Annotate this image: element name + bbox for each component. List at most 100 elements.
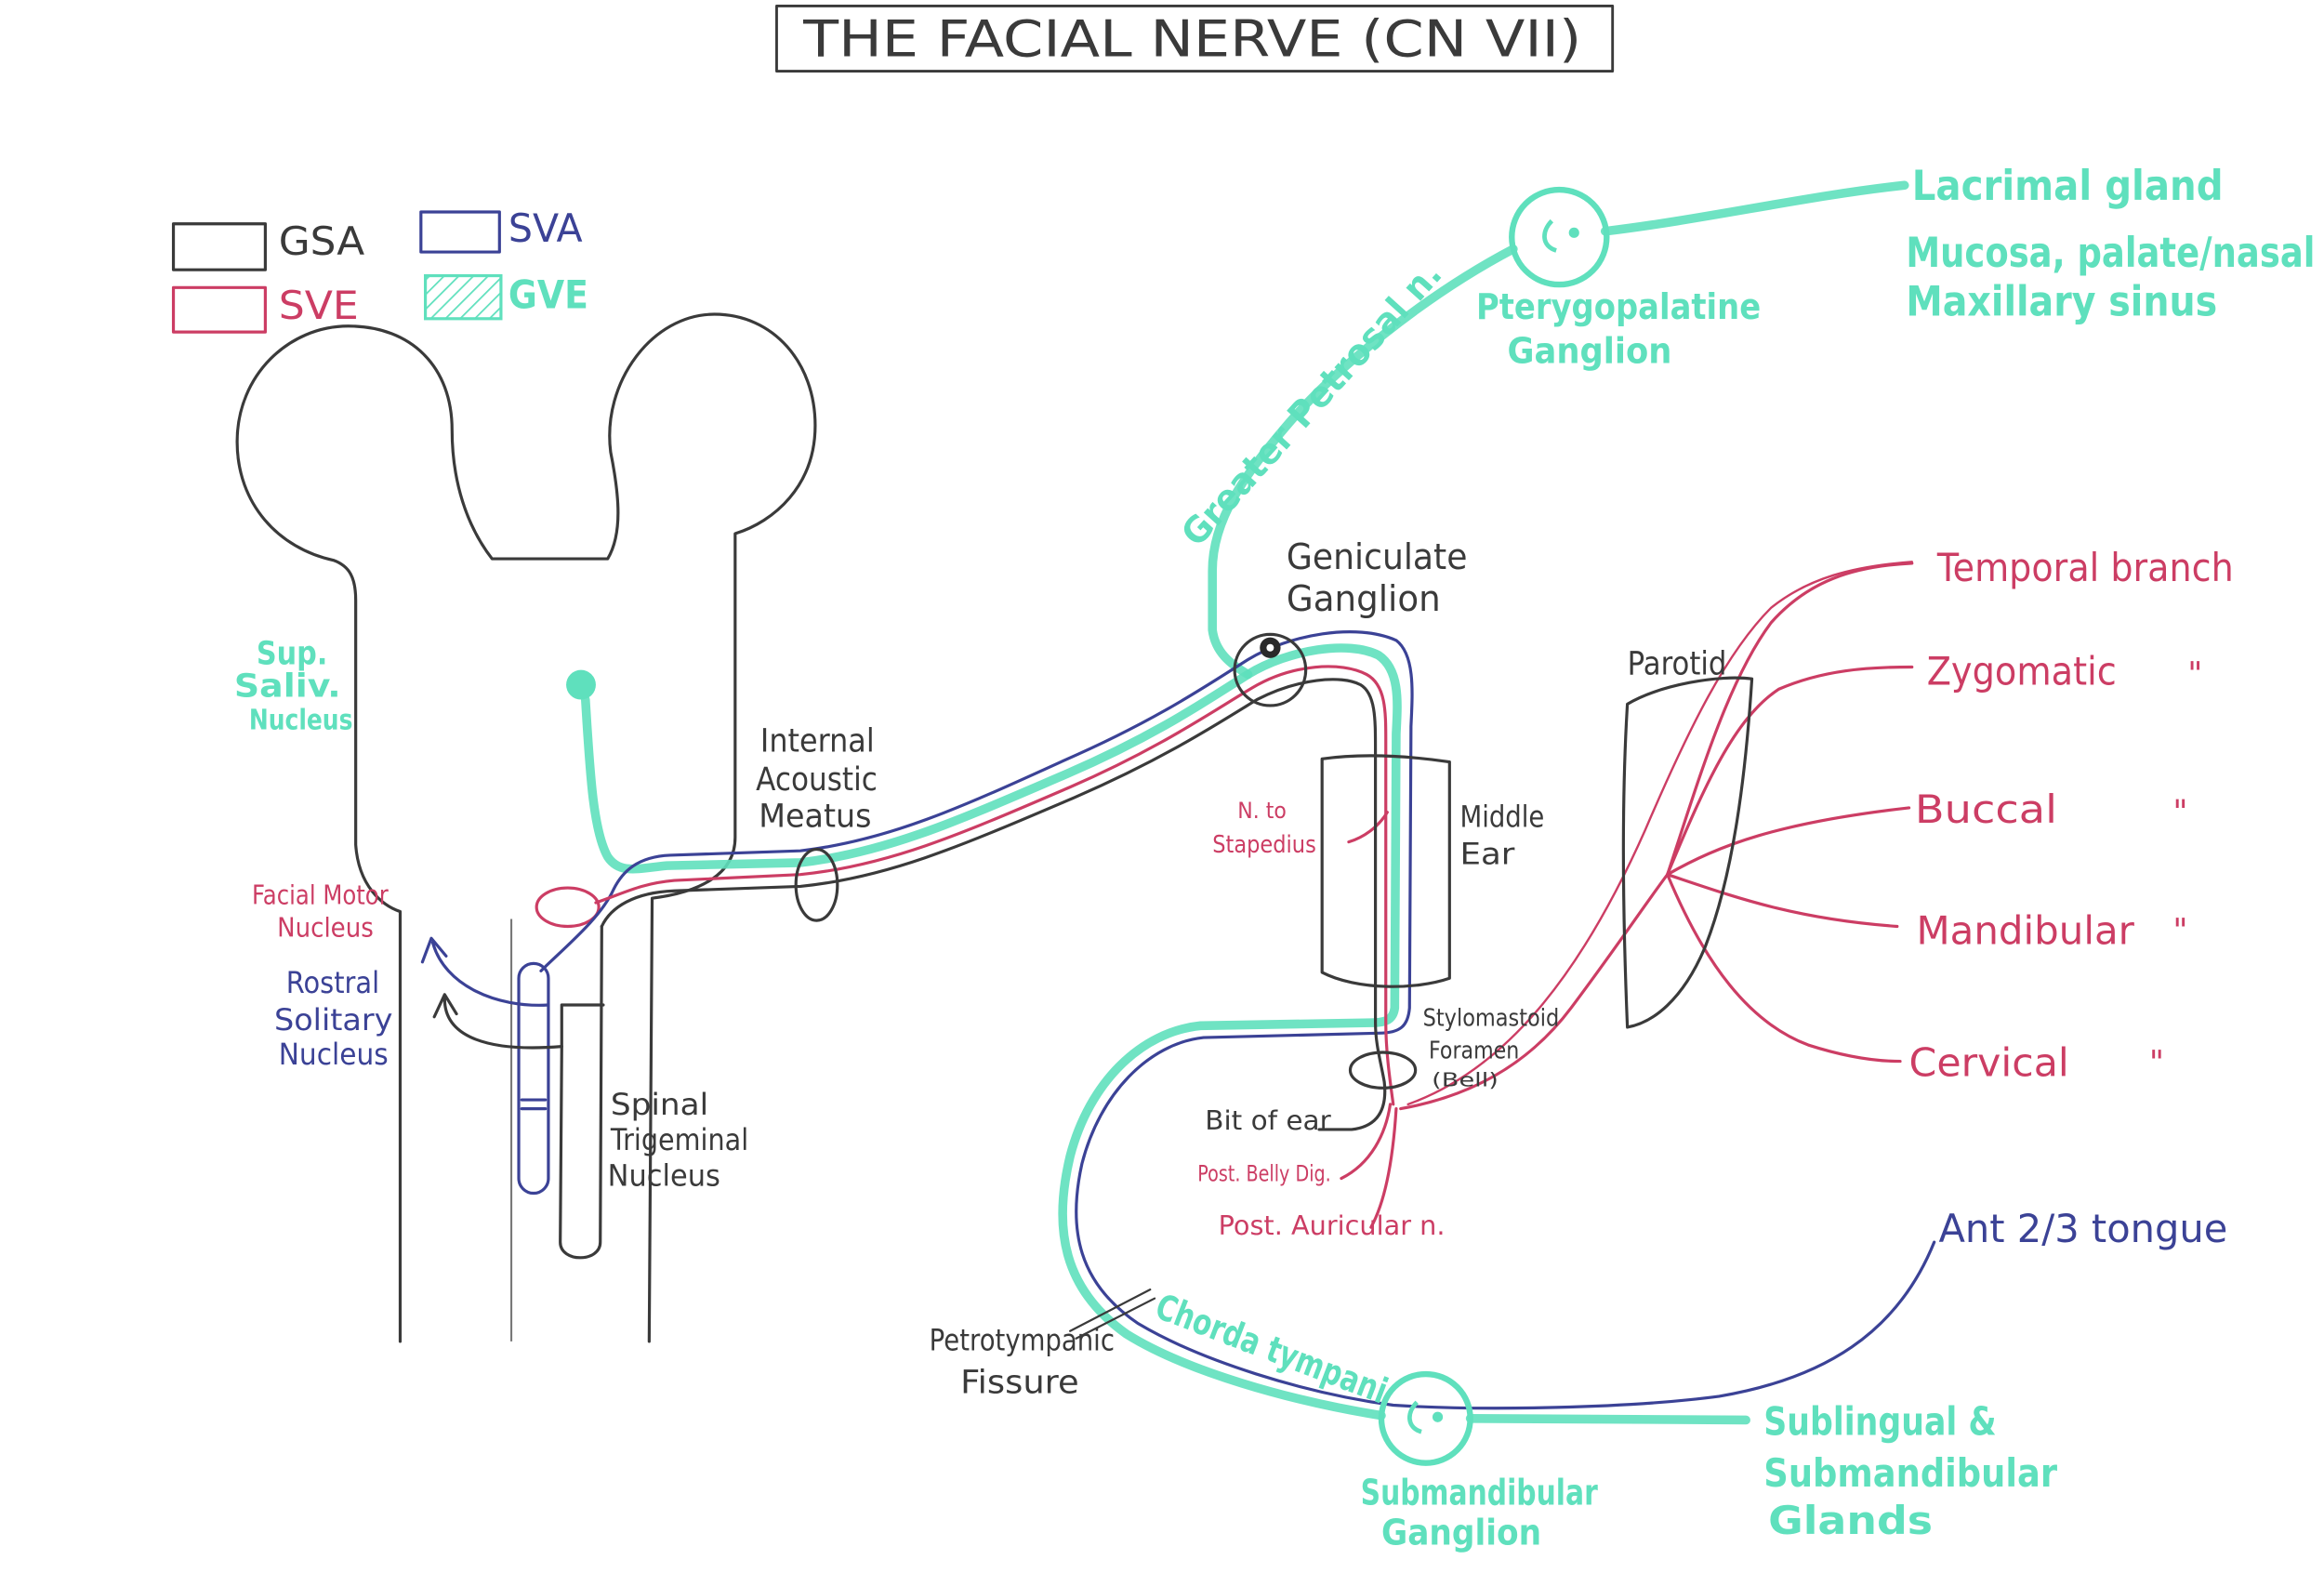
mandibular-branch-label: Mandibular xyxy=(1917,909,2135,954)
internal-acoustic-meatus-label-1: Internal xyxy=(760,721,875,760)
sve-temporal-long-line xyxy=(1406,561,1913,1106)
petrotympanic-fissure-label-1: Petrotympanic xyxy=(930,1322,1115,1357)
middle-ear xyxy=(1320,754,1451,988)
rostral-solitary-nucleus xyxy=(517,961,550,1196)
zygomatic-branch-label: Zygomatic xyxy=(1927,650,2117,694)
geniculate-ganglion-label-2: Ganglion xyxy=(1287,578,1441,620)
post-belly-dig-label: Post. Belly Dig. xyxy=(1197,1161,1330,1187)
stylomastoid-foramen-label-2: Foramen xyxy=(1429,1037,1519,1064)
pterygopalatine-ganglion-ring xyxy=(1509,186,1610,288)
legend-gsa-label: GSA xyxy=(279,219,364,264)
geniculate-ganglion-cell-center xyxy=(1266,643,1274,652)
geniculate-ganglion xyxy=(1233,632,1308,707)
sup-saliv-nucleus-label-2: Saliv. xyxy=(234,667,341,705)
legend-gve: GVE xyxy=(423,273,588,321)
salivary-glands-label-2: Submandibular xyxy=(1763,1451,2057,1496)
parotid-label: Parotid xyxy=(1628,644,1727,682)
internal-acoustic-meatus-label-3: Meatus xyxy=(759,798,871,836)
gve-greater-petrosal-nerve xyxy=(1208,245,1518,680)
page-title: THE FACIAL NERVE (CN VII) xyxy=(802,10,1581,69)
spinal-trigeminal-nucleus-label-2: Trigeminal xyxy=(610,1122,748,1157)
brainstem xyxy=(235,312,817,1343)
sve-posterior-belly-digastric xyxy=(1340,1103,1393,1181)
rostral-solitary-nucleus-label-1: Rostral xyxy=(286,965,379,1000)
legend-gsa-swatch xyxy=(171,222,267,271)
legend-sva: SVA xyxy=(419,206,583,254)
buccal-branch-line xyxy=(1666,806,1911,877)
sup-saliv-nucleus-label-1: Sup. xyxy=(257,634,328,672)
submandibular-ganglion-dot xyxy=(1432,1411,1444,1422)
parotid-gland xyxy=(1621,676,1754,1029)
superior-salivatory-nucleus-dot xyxy=(566,669,596,700)
pterygopalatine-ganglion-cell xyxy=(1542,218,1558,253)
petrotympanic-fissure-pointer xyxy=(1069,1289,1156,1340)
facial-motor-nucleus-label-1: Facial Motor xyxy=(252,879,389,911)
pterygopalatine-ganglion xyxy=(1509,186,1610,288)
lacrimal-gland-label: Lacrimal gland xyxy=(1912,162,2224,210)
cervical-branch-label: Cervical xyxy=(1909,1041,2069,1086)
gve-postganglionic-lacrimal xyxy=(1600,180,1909,236)
pterygopalatine-ganglion-label-1: Pterygopalatine xyxy=(1476,286,1761,328)
submandibular-ganglion-label-2: Ganglion xyxy=(1381,1512,1541,1553)
petrotympanic-fissure-label-2: Fissure xyxy=(960,1364,1079,1402)
sve-nerve-to-stapedius xyxy=(1347,811,1389,844)
submandibular-ganglion-cell xyxy=(1407,1400,1422,1434)
title-frame xyxy=(775,4,1615,73)
spinal-trigeminal-nucleus-label-1: Spinal xyxy=(611,1087,708,1122)
mucosa-label: Mucosa, palate/nasal xyxy=(1906,229,2315,277)
legend-gve-swatch xyxy=(423,273,503,321)
spinal-trigeminal-nucleus xyxy=(559,924,605,1260)
pterygopalatine-ganglion-dot xyxy=(1568,227,1579,238)
gve-postganglionic-salivary xyxy=(1465,1414,1750,1425)
sva-projection-arrow xyxy=(420,936,550,1007)
nerve-fibers xyxy=(539,180,1936,1425)
pterygopalatine-ganglion-label-2: Ganglion xyxy=(1507,331,1671,373)
legend-sve-label: SVE xyxy=(279,284,359,328)
legend-sve-swatch xyxy=(171,285,267,334)
submandibular-ganglion xyxy=(1378,1370,1473,1466)
buccal-ditto-mark: " xyxy=(2172,793,2187,831)
stylomastoid-foramen-label-1: Stylomastoid xyxy=(1423,1004,1560,1032)
stylomastoid-foramen xyxy=(1348,1051,1418,1090)
rostral-solitary-nucleus-label-2: Solitary xyxy=(274,1002,393,1038)
brainstem-outline xyxy=(235,312,817,1343)
rostral-solitary-nucleus-partition xyxy=(520,1098,548,1111)
gve-fiber-main xyxy=(581,669,1253,874)
salivary-glands-label-3: Glands xyxy=(1768,1499,1933,1543)
facial-motor-nucleus-label-2: Nucleus xyxy=(277,912,374,944)
middle-ear-label-1: Middle xyxy=(1459,800,1544,835)
cervical-branch-line xyxy=(1666,873,1902,1064)
legend-gve-label: GVE xyxy=(508,273,588,318)
facial-motor-nucleus xyxy=(535,886,601,929)
maxillary-sinus-label: Maxillary sinus xyxy=(1906,278,2217,326)
spinal-trigeminal-nucleus-label-3: Nucleus xyxy=(608,1158,720,1194)
legend-sve: SVE xyxy=(171,284,359,334)
temporal-branch-line xyxy=(1666,562,1914,877)
rostral-solitary-nucleus-label-3: Nucleus xyxy=(279,1037,389,1072)
gve-chorda-tympani-course xyxy=(1058,643,1402,1421)
legend: GSA SVA SVE GVE xyxy=(171,206,588,334)
legend-gsa: GSA xyxy=(171,219,364,271)
sve-trunk-to-parotid xyxy=(1399,873,1670,1111)
submandibular-ganglion-label-1: Submandibular xyxy=(1361,1472,1598,1513)
cervical-ditto-mark: " xyxy=(2149,1043,2164,1081)
submandibular-ganglion-ring xyxy=(1378,1370,1473,1466)
buccal-branch-label: Buccal xyxy=(1915,787,2057,832)
gsa-projection-arrow xyxy=(432,993,563,1050)
structures xyxy=(794,186,1754,1466)
bit-of-ear-label: Bit of ear xyxy=(1205,1104,1331,1136)
legend-sva-swatch xyxy=(419,210,501,254)
sve-fiber xyxy=(594,665,1395,1106)
sva-fiber xyxy=(539,630,1936,1410)
sup-saliv-nucleus-label-3: Nucleus xyxy=(249,704,353,736)
nerve-to-stapedius-label-1: N. to xyxy=(1237,798,1287,824)
anterior-tongue-label: Ant 2/3 tongue xyxy=(1938,1207,2227,1251)
internal-acoustic-meatus-label-2: Acoustic xyxy=(756,760,878,799)
stylomastoid-foramen-label-3: (Bell) xyxy=(1432,1069,1499,1091)
mandibular-ditto-mark: " xyxy=(2172,911,2187,949)
zygomatic-ditto-mark: " xyxy=(2187,655,2202,694)
middle-ear-label-2: Ear xyxy=(1459,837,1515,872)
temporal-branch-label: Temporal branch xyxy=(1936,546,2234,590)
